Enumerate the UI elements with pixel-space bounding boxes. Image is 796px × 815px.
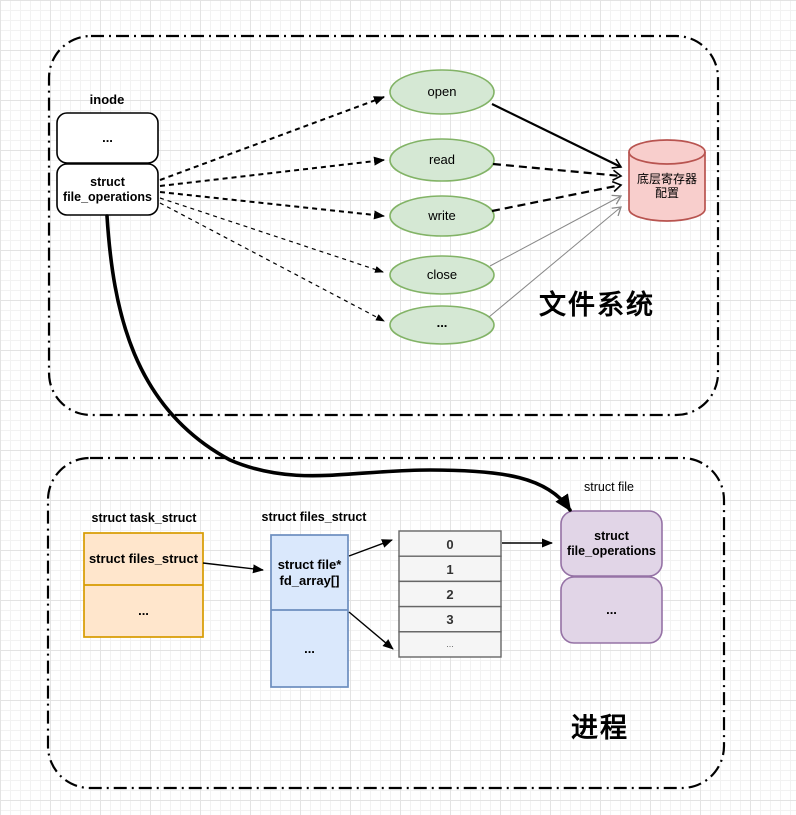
read-ellipse (389, 138, 495, 182)
etc-ellipse (389, 305, 495, 345)
arrow-fileops-to-close (159, 197, 384, 273)
write-ellipse (389, 195, 495, 237)
arrow-read-to-register (492, 162, 623, 181)
process-section-border (46, 456, 726, 790)
fd-row-etc (398, 631, 502, 658)
close-ellipse (389, 255, 495, 295)
inode-file-operations-box (56, 163, 159, 216)
fd-row-0-text: 0 (446, 536, 454, 552)
arrow-task-to-files (202, 562, 264, 574)
arrow-etc-to-register (488, 206, 622, 318)
fd-row-etc-text: ... (446, 639, 454, 649)
fd-row-2-text: 2 (446, 586, 454, 602)
arrow-write-to-register (491, 180, 623, 213)
file-dots-box (560, 576, 663, 644)
fd-row-1-text: 1 (446, 561, 454, 577)
register-db-cylinder (628, 139, 706, 222)
arrow-fileops-to-open (159, 96, 385, 181)
files-struct-box (270, 534, 349, 688)
open-ellipse (389, 69, 495, 115)
file-operations-ptr-box (560, 510, 663, 577)
arrow-fdarray-to-rowetc (348, 611, 394, 650)
register-db-cylinder-rim (628, 151, 706, 165)
arrow-fdarray-to-row0 (348, 539, 393, 557)
arrow-open-to-register (491, 103, 623, 169)
arrow-fileops-to-struct-file (105, 214, 572, 512)
fd-row-3-text: 3 (446, 611, 454, 627)
filesystem-section-border (47, 34, 720, 417)
arrow-fileops-to-etc (159, 202, 385, 322)
arrow-close-to-register (489, 194, 623, 267)
inode-dots-box (56, 112, 159, 164)
arrow-fileops-to-write (159, 191, 385, 220)
fd-row-0 (398, 530, 502, 557)
arrow-fileops-to-read (159, 156, 385, 187)
